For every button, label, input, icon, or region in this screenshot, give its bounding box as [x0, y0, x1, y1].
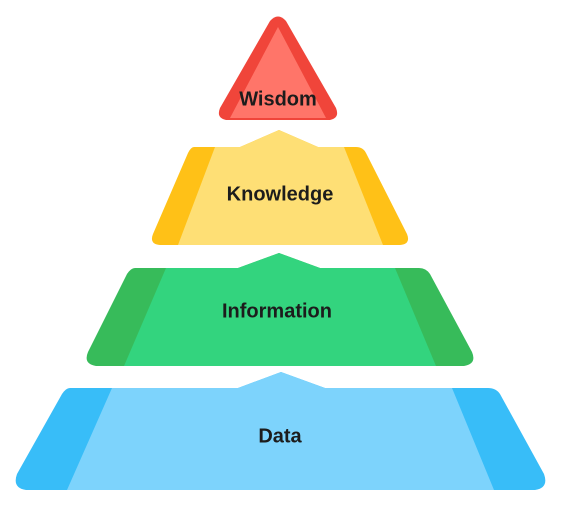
- tier-knowledge: [151, 130, 409, 245]
- tier-data-label: Data: [258, 425, 302, 448]
- tier-data-face: [67, 372, 494, 490]
- tier-wisdom-label: Wisdom: [239, 88, 317, 111]
- tier-information-face: [124, 253, 436, 366]
- tier-data: [15, 372, 546, 490]
- tier-information: [86, 253, 474, 366]
- tier-knowledge-face: [178, 130, 383, 245]
- tier-knowledge-label: Knowledge: [226, 183, 334, 206]
- tier-wisdom-face: [230, 27, 326, 118]
- tier-wisdom: [218, 16, 338, 120]
- tier-information-label: Information: [222, 300, 332, 323]
